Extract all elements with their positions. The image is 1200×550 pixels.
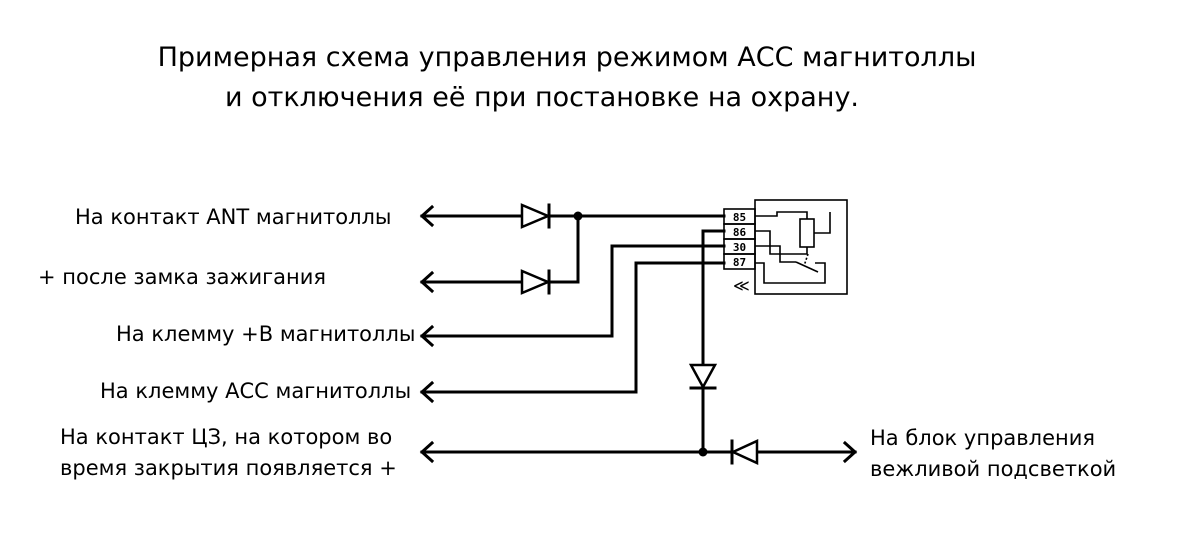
label-ignition: + после замка зажигания [38, 265, 326, 289]
label-ant: На контакт ANT магнитоллы [75, 205, 392, 229]
diagram-title-line2: и отключения её при постановке на охрану… [225, 82, 859, 113]
relay-pin-87: 87 [733, 256, 746, 269]
diode-icon [688, 363, 718, 390]
wire-cz [419, 440, 858, 464]
diode-icon [729, 439, 759, 465]
label-courtesy-line2: вежливой подсветкой [870, 457, 1116, 481]
relay-pin-30: 30 [733, 241, 746, 254]
relay-symbol: ≪ [733, 276, 750, 295]
diode-icon [520, 269, 552, 295]
relay-icon: 85 86 30 87 ≪ [723, 199, 848, 295]
wire-acc [419, 261, 726, 404]
relay-pin-box [723, 253, 756, 270]
diagram-title-line1: Примерная схема управления режимом АСС м… [158, 42, 977, 73]
relay-coil [799, 218, 815, 248]
wire-ant [419, 204, 726, 228]
wire-ignition [419, 214, 580, 294]
label-cz-line2: время закрытия появляется + [60, 456, 397, 480]
junction-dot [573, 211, 583, 221]
label-cz-line1: На контакт ЦЗ, на котором во [60, 425, 392, 449]
wire-86-to-cz [701, 229, 726, 454]
junction-dot [698, 447, 708, 457]
diode-icon [520, 203, 552, 229]
relay-pin-85: 85 [733, 211, 746, 224]
label-b-plus: На клемму +В магнитоллы [116, 322, 415, 346]
label-acc: На клемму АСС магнитоллы [100, 379, 411, 403]
wire-b-plus [419, 244, 726, 348]
label-courtesy-line1: На блок управления [870, 426, 1095, 450]
relay-pin-86: 86 [733, 226, 747, 239]
